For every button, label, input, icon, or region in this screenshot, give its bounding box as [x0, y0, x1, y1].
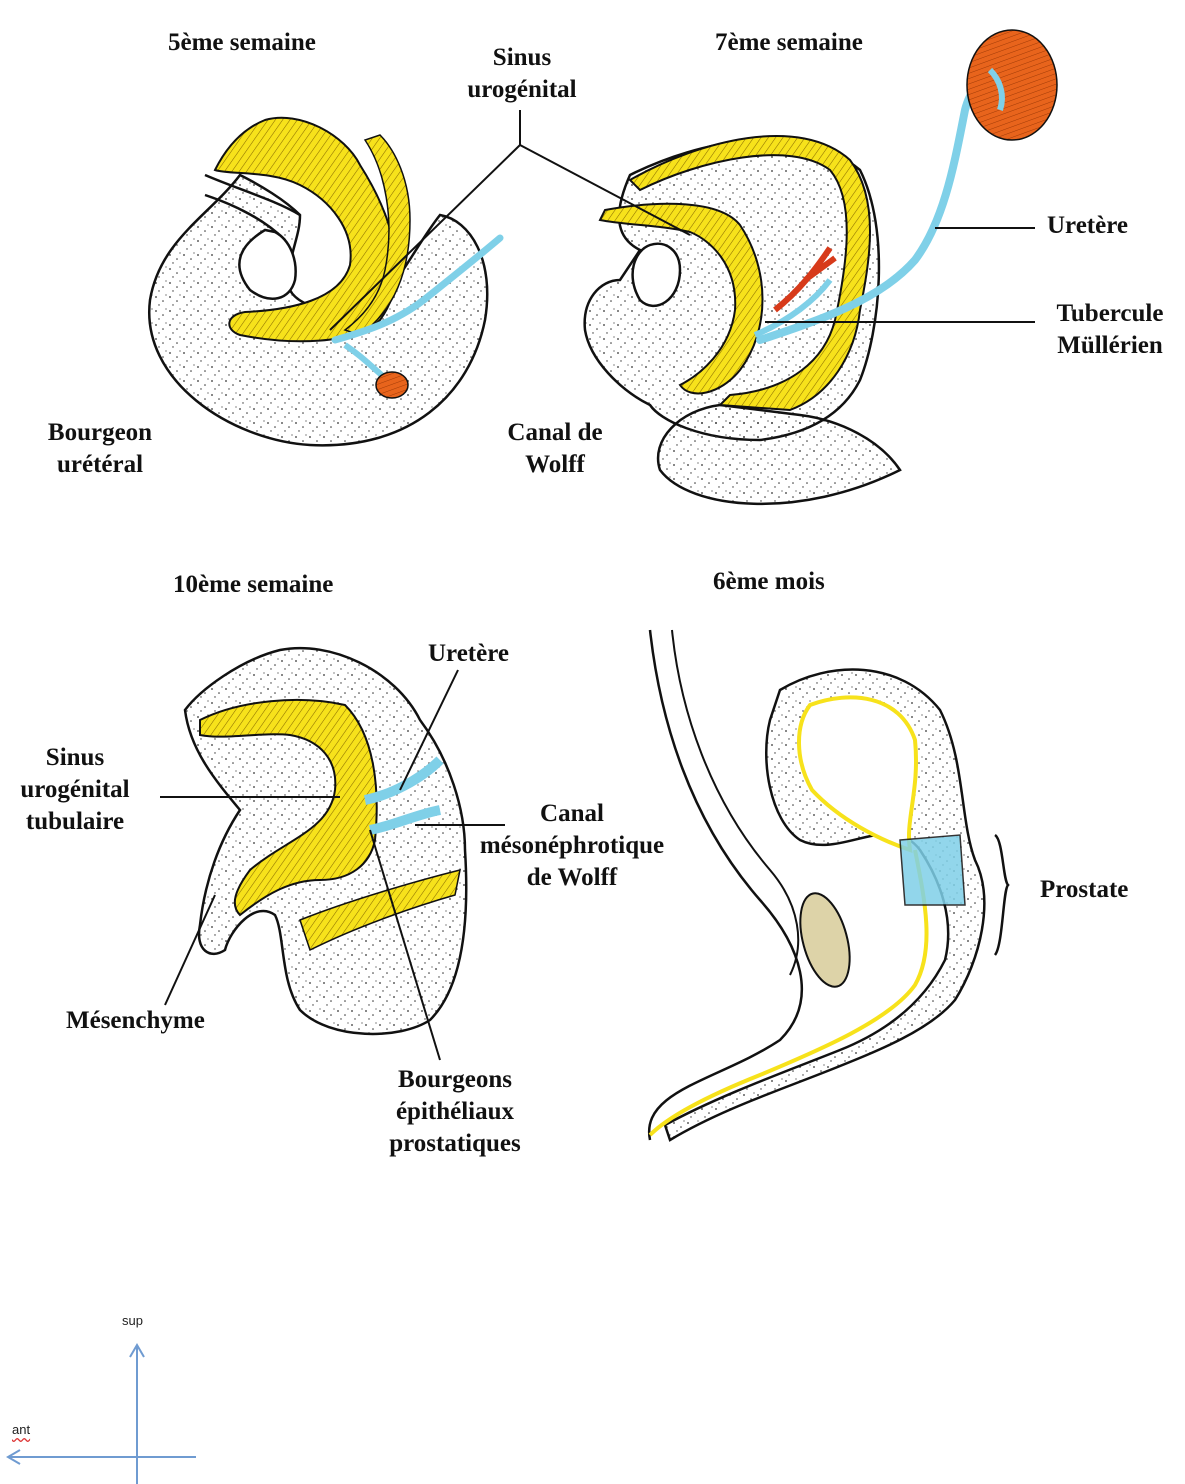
- label-bourgeons-line1: Bourgeons: [370, 1064, 540, 1096]
- label-mesenchyme: Mésenchyme: [66, 1005, 205, 1037]
- label-bourgeon-line2: urétéral: [30, 449, 170, 481]
- label-sinus-urogenital-tubulaire: Sinus urogénital tubulaire: [0, 742, 150, 838]
- label-tubercule-line2: Müllérien: [1040, 330, 1180, 362]
- label-canal-de-wolff-line1: Canal de: [490, 417, 620, 449]
- label-sinus-tub-line3: tubulaire: [0, 806, 150, 838]
- label-canal-meso-line2: mésonéphrotique: [462, 830, 682, 862]
- label-canal-de-wolff-line2: Wolff: [490, 449, 620, 481]
- cloaca-cavity-7w: [633, 244, 680, 306]
- label-canal-meso-line3: de Wolff: [462, 862, 682, 894]
- title-7-weeks: 7ème semaine: [715, 27, 863, 59]
- title-10-weeks: 10ème semaine: [173, 569, 333, 601]
- panel-6-months: [649, 630, 1008, 1140]
- label-ureter-10w: Uretère: [428, 638, 509, 670]
- label-sinus-tub-line1: Sinus: [0, 742, 150, 774]
- panel-5-weeks: [149, 118, 500, 446]
- label-sinus-urogenital: Sinus urogénital: [462, 42, 582, 106]
- prostate-buds-6m: [900, 835, 965, 905]
- orientation-axes: [8, 1345, 196, 1484]
- metanephros-5w: [376, 372, 408, 398]
- urethra-6m: [650, 850, 927, 1135]
- prostate-brace: [995, 835, 1008, 955]
- panel-10-weeks: [185, 648, 466, 1034]
- label-prostate: Prostate: [1040, 874, 1128, 906]
- axis-label-ant: ant: [12, 1422, 30, 1437]
- label-tubercule-mullerien: Tubercule Müllérien: [1040, 298, 1180, 362]
- kidney-7w: [967, 30, 1057, 140]
- label-canal-de-wolff: Canal de Wolff: [490, 417, 620, 481]
- panel-7-weeks: [585, 30, 1057, 504]
- label-bourgeons-line2: épithéliaux: [370, 1096, 540, 1128]
- label-sinus-urogenital-line1: Sinus: [462, 42, 582, 74]
- label-sinus-tub-line2: urogénital: [0, 774, 150, 806]
- label-canal-mesonephrotique: Canal mésonéphrotique de Wolff: [462, 798, 682, 894]
- label-ureter-7w: Uretère: [1047, 210, 1128, 242]
- axis-label-sup: sup: [122, 1313, 143, 1328]
- label-sinus-urogenital-line2: urogénital: [462, 74, 582, 106]
- genital-tubercle-7w: [658, 405, 900, 504]
- title-6-months: 6ème mois: [713, 566, 825, 598]
- label-bourgeon-ureteral: Bourgeon urétéral: [30, 417, 170, 481]
- label-bourgeons-line3: prostatiques: [370, 1128, 540, 1160]
- label-bourgeons-epitheliaux: Bourgeons épithéliaux prostatiques: [370, 1064, 540, 1160]
- label-canal-meso-line1: Canal: [462, 798, 682, 830]
- label-bourgeon-line1: Bourgeon: [30, 417, 170, 449]
- label-tubercule-line1: Tubercule: [1040, 298, 1180, 330]
- title-5-weeks: 5ème semaine: [168, 27, 316, 59]
